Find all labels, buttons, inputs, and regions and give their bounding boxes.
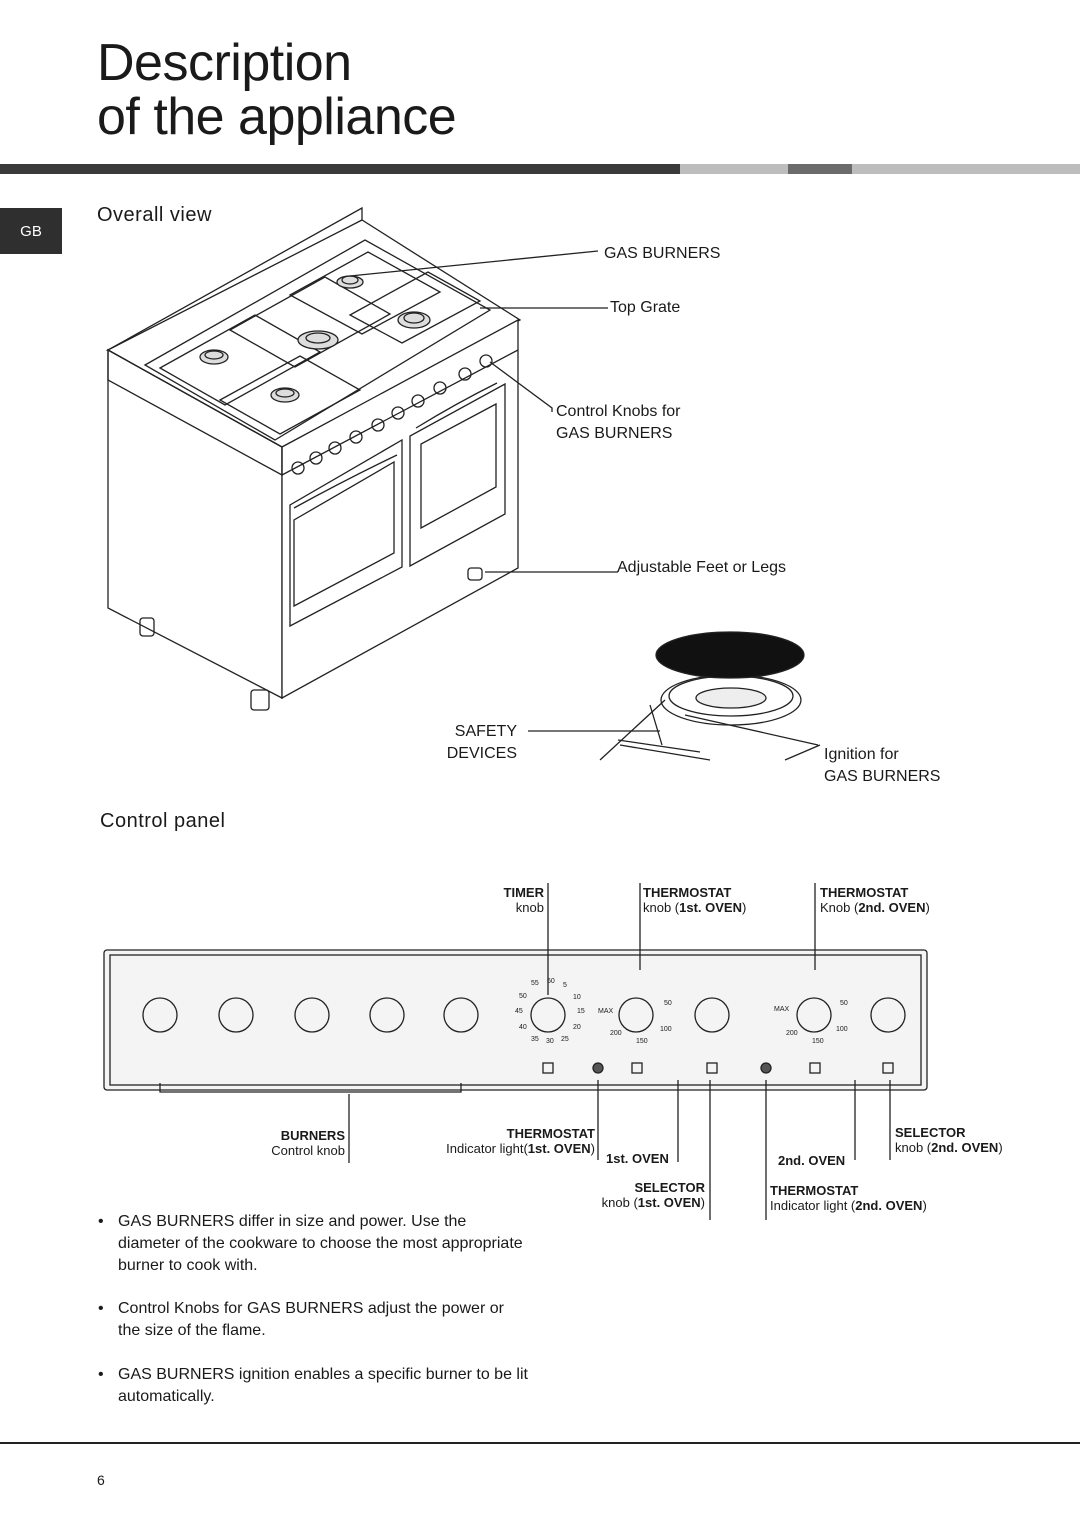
selector-2-label: SELECTOR knob (2nd. OVEN): [895, 1125, 1003, 1155]
oven-2-label: 2nd. OVEN: [778, 1153, 846, 1168]
header-band-dark: [0, 164, 680, 174]
page-title: Description of the appliance: [97, 34, 457, 146]
header-band-light: [680, 164, 788, 174]
header-band-light-2: [852, 164, 1080, 174]
bullet-3: •GAS BURNERS ignition enables a specific…: [98, 1366, 528, 1405]
thermostat-2-label: THERMOSTAT Knob (2nd. OVEN): [820, 885, 930, 915]
thermostat-light-1-label: THERMOSTAT Indicator light(1st. OVEN): [446, 1126, 595, 1156]
bullet-2: •Control Knobs for GAS BURNERS adjust th…: [98, 1300, 504, 1339]
page-number: 6: [97, 1472, 105, 1488]
header-band-mid: [788, 164, 852, 174]
top-grate-label: Top Grate: [610, 299, 681, 316]
control-panel-heading: Control panel: [100, 810, 226, 832]
feet-label: Adjustable Feet or Legs: [617, 559, 786, 576]
selector-1-label: SELECTOR knob (1st. OVEN): [601, 1180, 705, 1210]
thermostat-1-label: THERMOSTAT knob (1st. OVEN): [643, 885, 747, 915]
bullet-1: •GAS BURNERS differ in size and power. U…: [98, 1213, 523, 1274]
thermostat-light-2-label: THERMOSTAT Indicator light (2nd. OVEN): [770, 1183, 927, 1213]
overall-view-heading: Overall view: [97, 204, 212, 226]
language-tab: GB: [0, 208, 62, 254]
oven-1-label: 1st. OVEN: [606, 1151, 669, 1166]
gas-burners-label: GAS BURNERS: [604, 245, 721, 262]
